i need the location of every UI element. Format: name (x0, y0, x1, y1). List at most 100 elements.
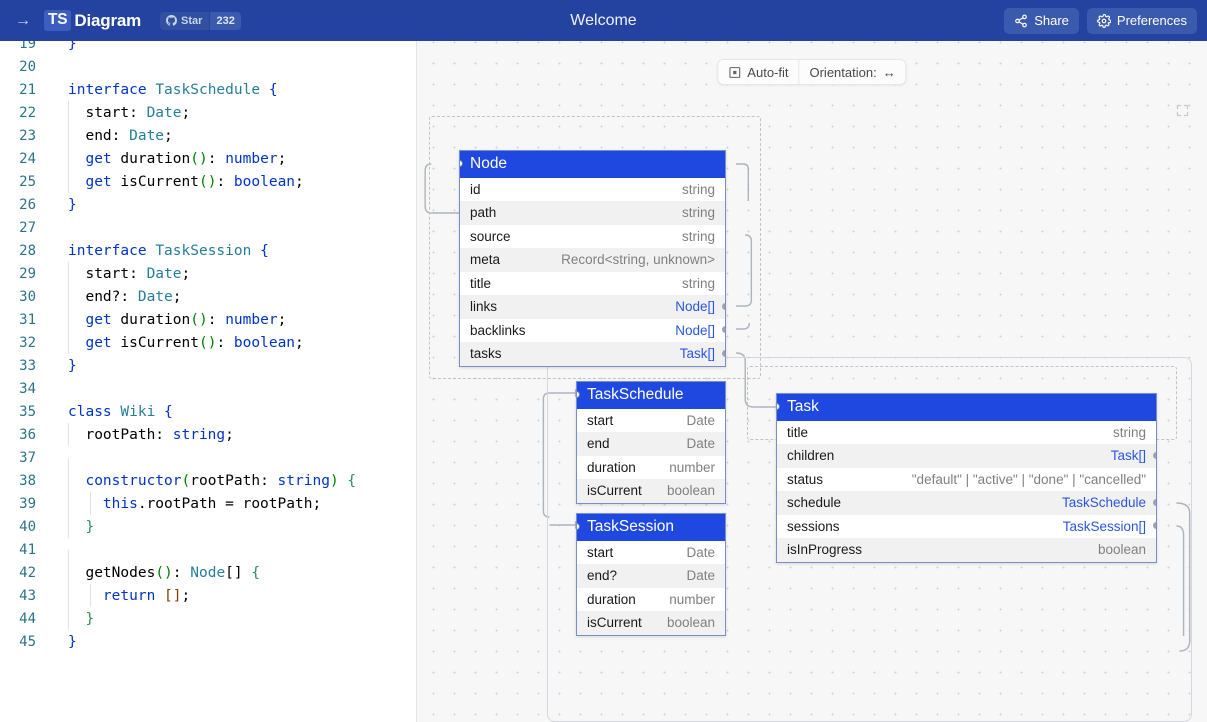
entity-table-title[interactable]: Node (460, 151, 725, 178)
code-line[interactable]: 22 start: Date; (0, 101, 416, 125)
code-token: ; (172, 289, 182, 305)
code-line[interactable]: 41 (0, 539, 416, 573)
field-type[interactable]: Node[] (675, 299, 715, 315)
field-name: title (787, 424, 809, 440)
code-token: : (207, 312, 226, 328)
code-line[interactable]: 37 (0, 447, 416, 481)
entity-table-title[interactable]: TaskSchedule (577, 382, 725, 409)
field-type[interactable]: TaskSchedule (1061, 495, 1146, 511)
diagram-panel[interactable]: Auto-fit Orientation: ↔ (417, 41, 1207, 722)
code-line[interactable]: 19} (0, 41, 416, 56)
code-token: Date (129, 128, 165, 144)
entity-field-row[interactable]: end?Date (577, 564, 725, 588)
top-bar-right: Share Preferences (1004, 7, 1197, 34)
line-content: } (46, 194, 77, 217)
code-line[interactable]: 43 return []; (0, 584, 416, 608)
code-token (68, 335, 85, 351)
github-star-section[interactable]: Star (160, 11, 211, 30)
field-type[interactable]: Task[] (1110, 448, 1146, 464)
code-line[interactable]: 24 get duration(): number; (0, 147, 416, 171)
line-number: 37 (19, 450, 36, 466)
code-token: } (68, 197, 77, 213)
code-line[interactable]: 32 get isCurrent(): boolean; (0, 331, 416, 355)
entity-table-title[interactable]: TaskSession (577, 514, 725, 541)
line-content: interface TaskSession { (46, 240, 269, 263)
code-token: () (190, 312, 208, 328)
code-line[interactable]: 25 get isCurrent(): boolean; (0, 170, 416, 194)
field-type[interactable]: Node[] (675, 322, 715, 338)
field-type[interactable]: TaskSession[] (1062, 518, 1146, 534)
code-line[interactable]: 39 this.rootPath = rootPath; (0, 492, 416, 516)
code-line[interactable]: 27 (0, 217, 416, 240)
entity-field-row[interactable]: status"default" | "active" | "done" | "c… (777, 468, 1156, 492)
field-type[interactable]: Task[] (679, 346, 715, 362)
table-output-port (1153, 498, 1156, 506)
field-name: source (470, 228, 511, 244)
code-line[interactable]: 31 get duration(): number; (0, 308, 416, 332)
fullscreen-icon[interactable] (1169, 97, 1195, 123)
auto-fit-button[interactable]: Auto-fit (718, 60, 798, 84)
orientation-button[interactable]: Orientation: ↔ (798, 60, 905, 84)
code-line[interactable]: 29 start: Date; (0, 262, 416, 286)
line-content: constructor(rootPath: string) { (46, 469, 356, 493)
code-line[interactable]: 42 getNodes(): Node[] { (0, 561, 416, 585)
code-token: Date (146, 266, 182, 282)
code-line[interactable]: 45} (0, 631, 416, 654)
preferences-button[interactable]: Preferences (1086, 7, 1197, 34)
back-arrow-icon[interactable]: → (15, 11, 31, 29)
code-line[interactable]: 36 rootPath: string; (0, 423, 416, 447)
code-token (68, 496, 103, 512)
share-button[interactable]: Share (1004, 7, 1079, 34)
code-line[interactable]: 44 } (0, 607, 416, 631)
line-number: 27 (19, 220, 36, 236)
code-line[interactable]: 30 end?: Date; (0, 285, 416, 309)
github-star-badge[interactable]: Star 232 (160, 11, 241, 30)
code-line[interactable]: 38 constructor(rootPath: string) { (0, 469, 416, 493)
brand-ts-badge: TS (44, 10, 72, 31)
code-line[interactable]: 34 (0, 378, 416, 401)
expand-glyph (1176, 104, 1188, 116)
editor-scrollbar[interactable] (406, 41, 407, 722)
entity-table-title[interactable]: Task (777, 394, 1156, 421)
code-line[interactable]: 26} (0, 194, 416, 217)
brand-logo[interactable]: TS Diagram (44, 10, 141, 31)
code-line[interactable]: 20 (0, 56, 416, 79)
field-name: status (787, 471, 824, 487)
auto-fit-label: Auto-fit (747, 64, 789, 80)
field-name: meta (470, 252, 501, 268)
code-token (155, 588, 164, 604)
code-line[interactable]: 40 } (0, 515, 416, 539)
code-line[interactable]: 23 end: Date; (0, 124, 416, 148)
code-line[interactable]: 33} (0, 355, 416, 378)
